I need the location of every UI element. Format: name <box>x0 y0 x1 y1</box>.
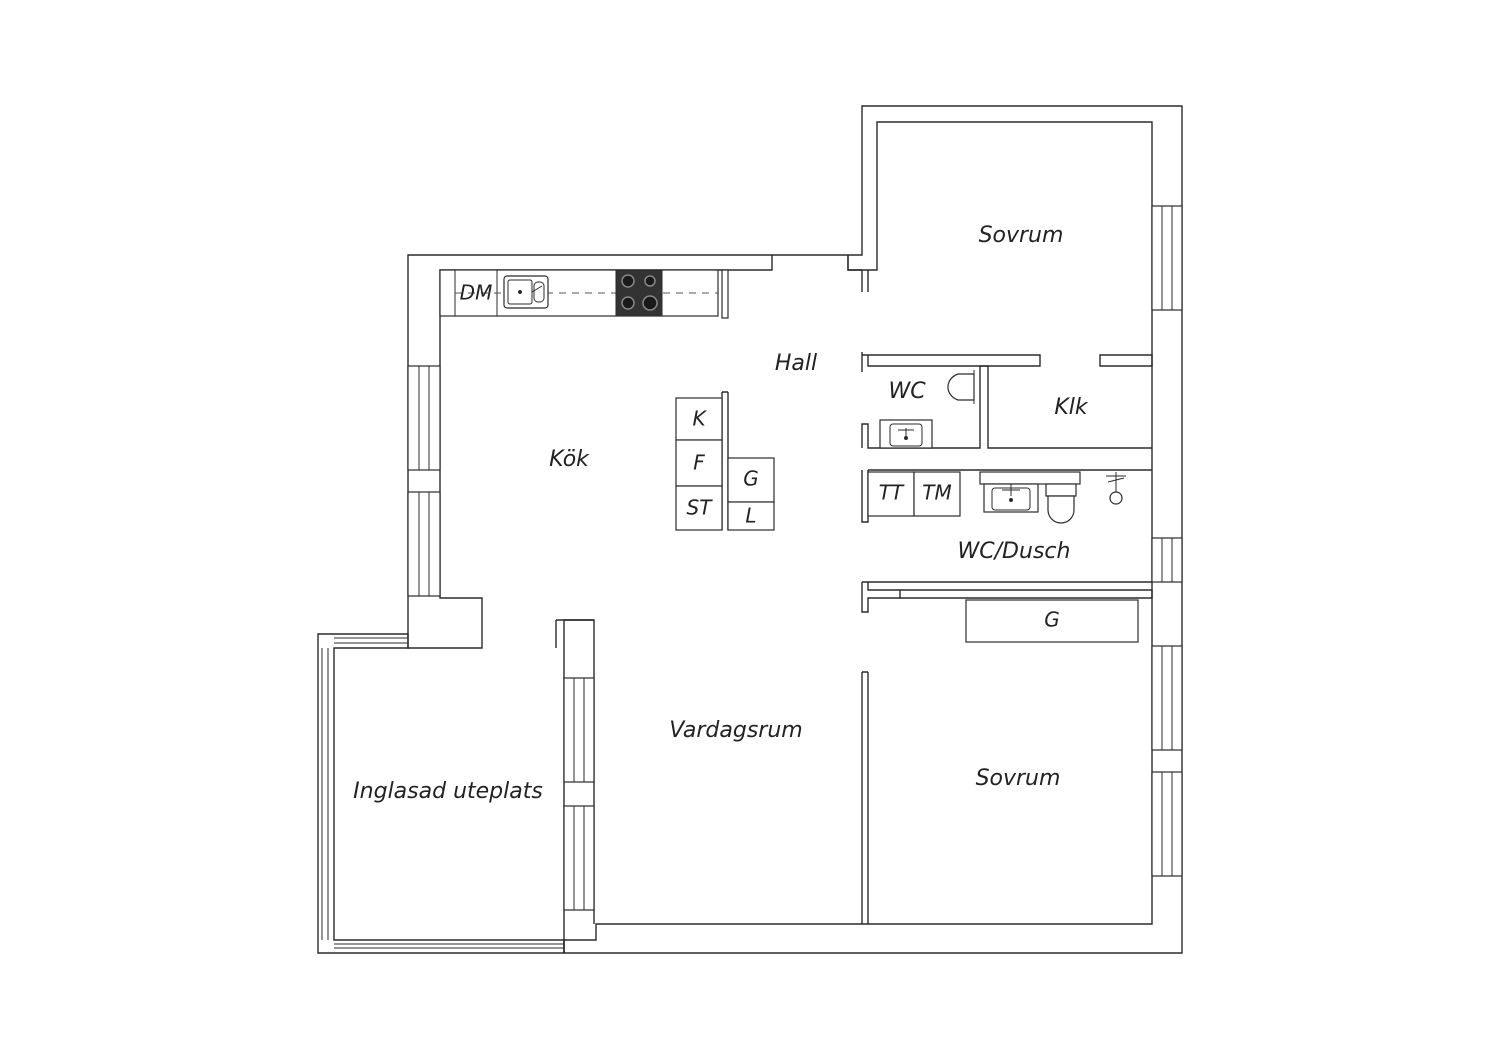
window <box>1151 205 1183 311</box>
room-label-sovrum-bottom: Sovrum <box>976 766 1061 791</box>
appliance-label-st: ST <box>687 496 714 520</box>
window <box>1151 537 1183 583</box>
windows <box>407 205 1183 911</box>
kitchen-counter <box>439 269 729 319</box>
window <box>563 677 595 783</box>
appliance-label-l: L <box>745 504 756 528</box>
window <box>1151 645 1183 751</box>
room-label-wc: WC <box>888 379 926 404</box>
stove-icon <box>615 269 663 317</box>
appliance-label-dm: DM <box>460 281 493 305</box>
washbasin-icon <box>979 471 1081 513</box>
toilet-icon <box>1045 483 1077 524</box>
appliance-label-tt: TT <box>879 481 905 505</box>
window <box>1151 771 1183 877</box>
toilet-icon <box>947 370 975 404</box>
sink-icon <box>503 275 549 309</box>
appliance-label-f: F <box>693 451 705 475</box>
window <box>563 805 595 911</box>
wardrobe <box>965 599 1139 643</box>
window <box>407 491 441 597</box>
appliance-label-g-wardrobe: G <box>1044 608 1060 632</box>
room-label-wc-dusch: WC/Dusch <box>958 539 1071 564</box>
room-label-hall: Hall <box>775 351 817 376</box>
appliance-label-g-kitchen: G <box>743 467 759 491</box>
appliance-label-k: K <box>692 407 707 431</box>
window <box>407 365 441 471</box>
washbasin-icon <box>879 419 933 449</box>
shower-icon <box>1106 472 1126 505</box>
appliance-label-tm: TM <box>922 481 951 505</box>
outer-walls <box>407 105 1183 954</box>
glazed-patio <box>317 633 565 954</box>
room-label-sovrum-top: Sovrum <box>979 223 1064 248</box>
kitchen-island <box>675 397 775 531</box>
room-label-inglasad-uteplats: Inglasad uteplats <box>353 779 543 804</box>
room-label-vardagsrum: Vardagsrum <box>669 718 802 743</box>
room-label-kok: Kök <box>549 447 590 472</box>
room-label-klk: Klk <box>1054 395 1089 420</box>
laundry-units <box>867 471 961 517</box>
